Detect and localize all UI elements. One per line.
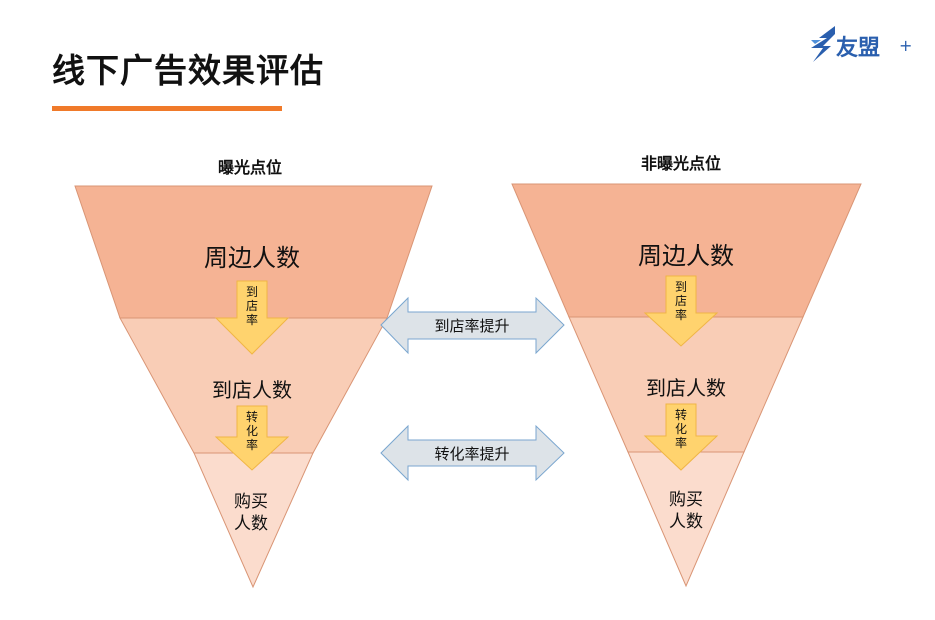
funnel-right-stage-1: 周边人数 — [638, 242, 734, 270]
funnel-left-stage-2: 到店人数 — [212, 378, 292, 402]
funnel-left-down-arrow-1 — [214, 280, 290, 355]
funnel-right-arrow-2-label: 转 化 率 — [674, 408, 687, 450]
funnel-right-title: 非曝光点位 — [640, 154, 721, 173]
funnel-right-down-arrow-1 — [643, 275, 719, 347]
comparison-arrow-2-label: 转化率提升 — [434, 445, 510, 463]
funnel-left-title: 曝光点位 — [217, 158, 282, 177]
funnel-left-stage-3: 购买 人数 — [234, 492, 268, 534]
comparison-arrow-2 — [380, 424, 565, 482]
title-underline — [52, 106, 282, 111]
funnel-left-arrow-2-label: 转 化 率 — [245, 410, 258, 452]
comparison-arrow-1-label: 到店率提升 — [434, 317, 510, 335]
funnel-left-stage-1: 周边人数 — [204, 244, 300, 272]
funnel-left — [74, 185, 433, 589]
funnel-right — [511, 183, 862, 588]
umeng-bird-icon — [811, 26, 835, 62]
funnel-left-arrow-1-label: 到 店 率 — [245, 285, 258, 327]
funnel-right-stage-3: 购买 人数 — [669, 490, 703, 532]
page-title: 线下广告效果评估 — [52, 51, 324, 90]
logo-text: 友盟 — [836, 36, 881, 61]
funnel-right-down-arrow-2 — [643, 403, 719, 471]
funnel-right-arrow-1-label: 到 店 率 — [674, 280, 687, 322]
logo-plus: + — [899, 36, 913, 55]
comparison-arrow-1 — [380, 296, 565, 355]
funnel-right-stage-2: 到店人数 — [646, 376, 726, 400]
funnel-left-down-arrow-2 — [214, 405, 290, 471]
